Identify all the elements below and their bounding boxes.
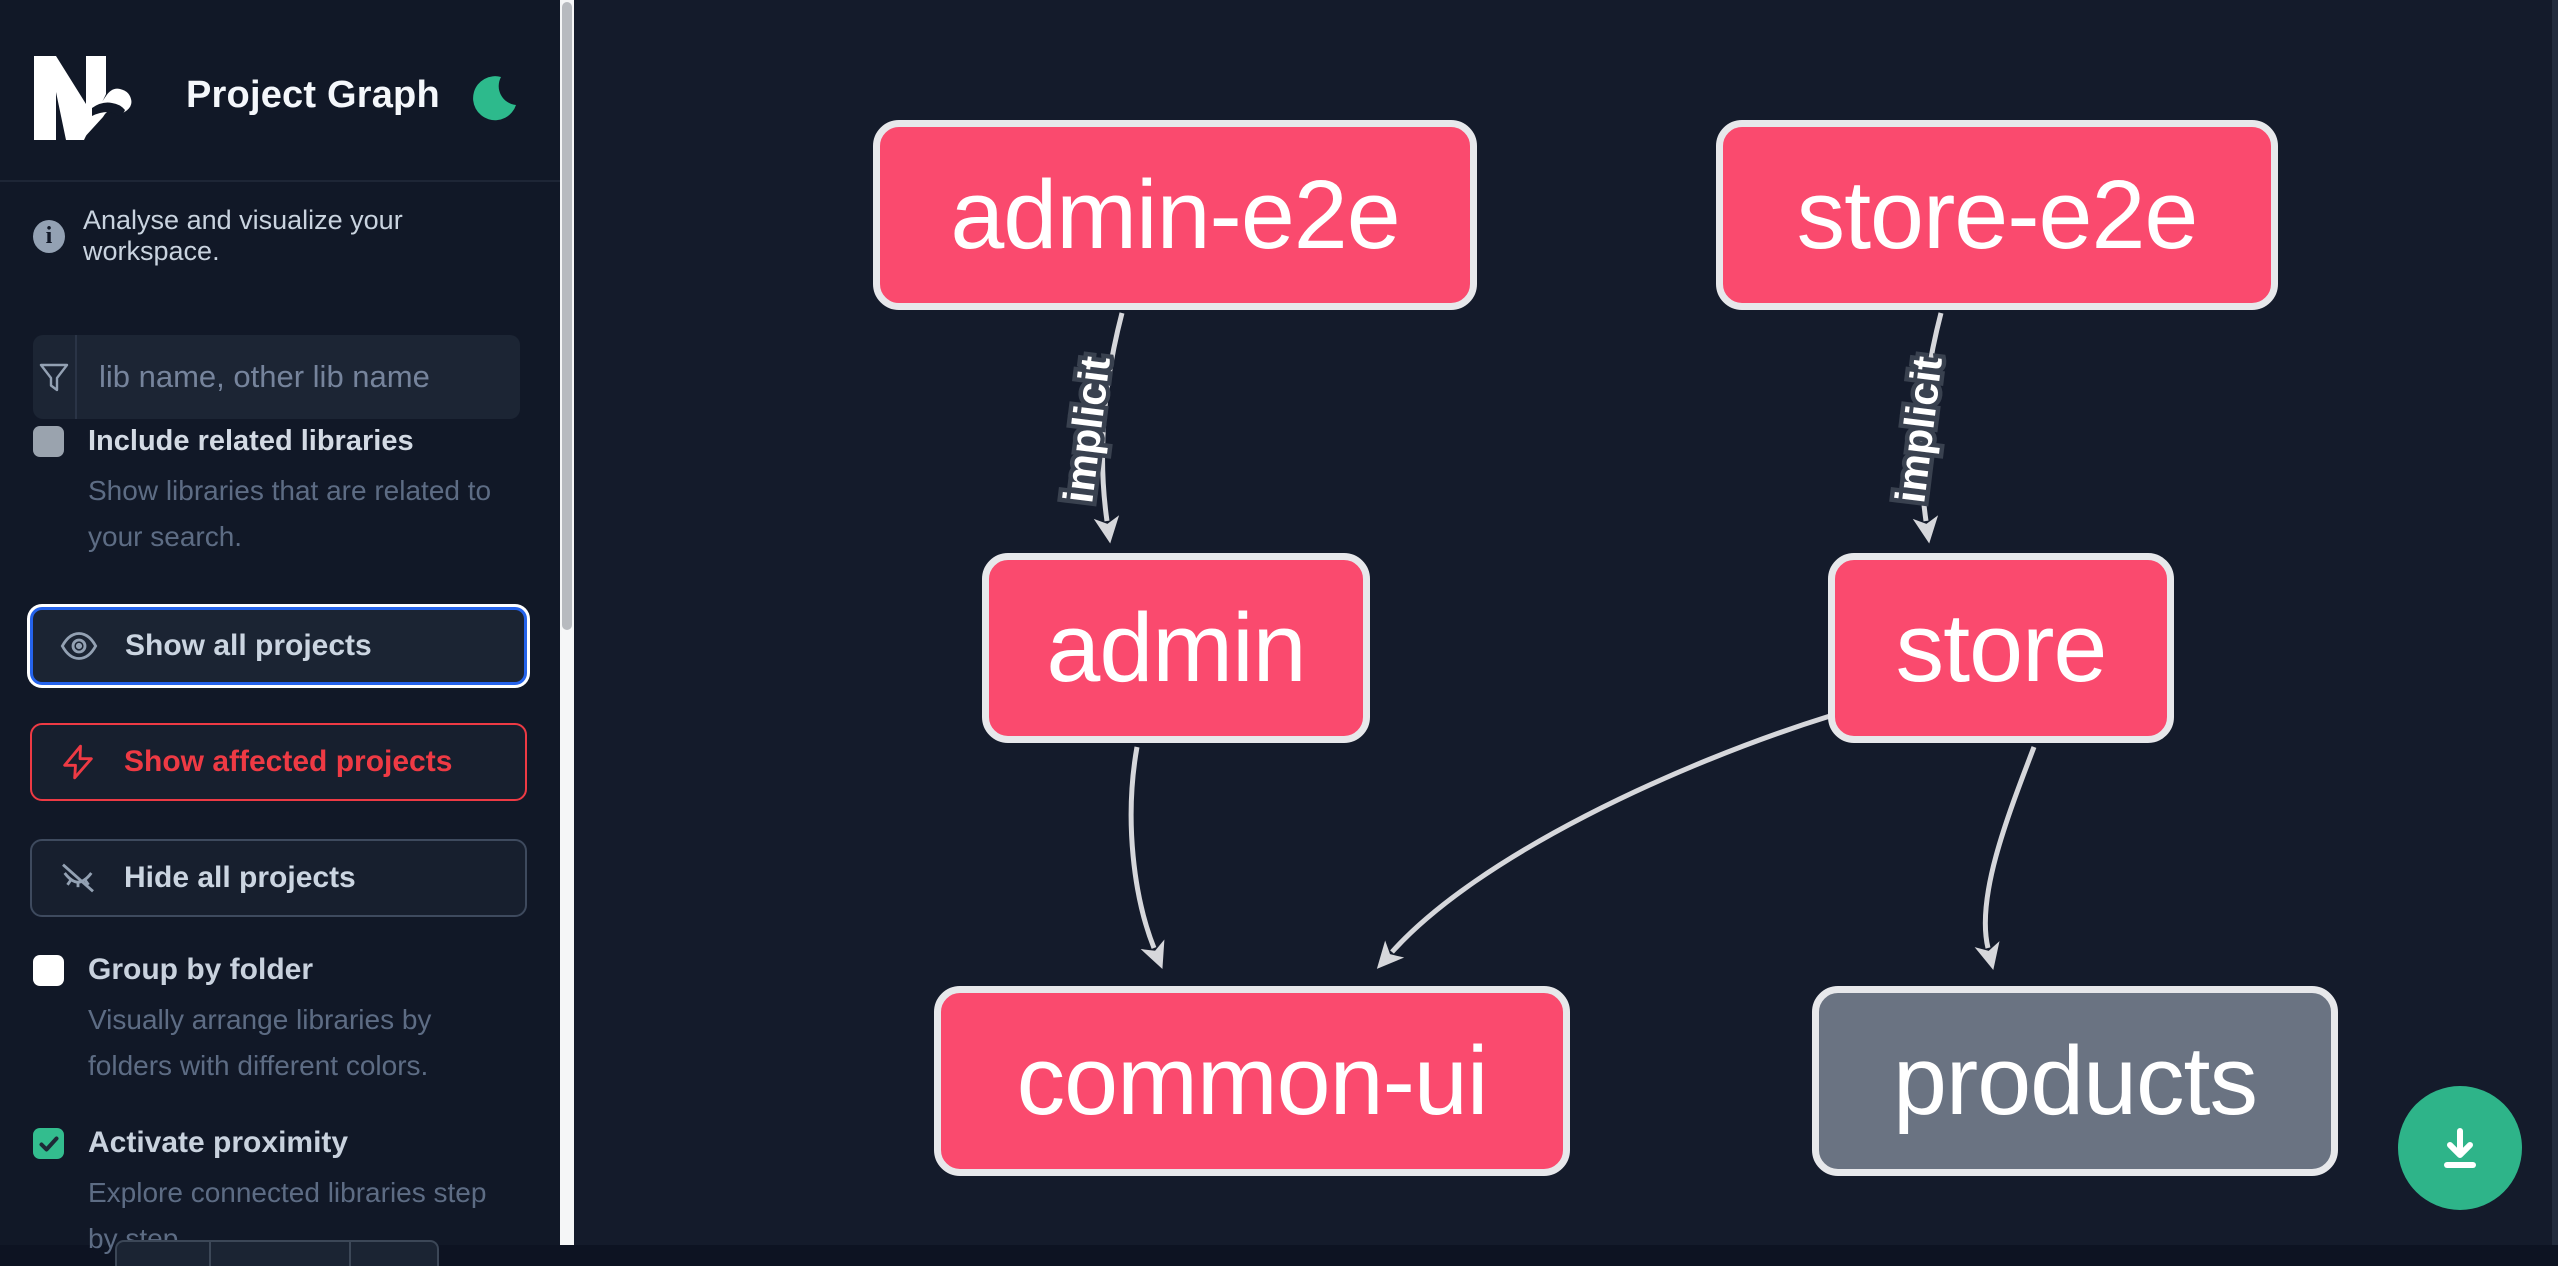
edge-store-to-products: [1974, 746, 2037, 971]
node-admin[interactable]: admin: [982, 553, 1370, 743]
eye-icon: [60, 632, 98, 660]
hide-all-projects-label: Hide all projects: [124, 861, 356, 894]
search-box: [33, 335, 520, 419]
edge-store-to-common-ui: [1376, 713, 1831, 969]
show-all-projects-label: Show all projects: [125, 629, 372, 662]
include-related-description: Show libraries that are related to your …: [88, 475, 492, 552]
download-graph-button[interactable]: [2398, 1086, 2522, 1210]
include-related-checkbox[interactable]: [33, 426, 64, 457]
show-all-projects-button[interactable]: Show all projects: [30, 607, 527, 685]
canvas-right-scrollbar[interactable]: [2552, 0, 2558, 1245]
node-store-e2e[interactable]: store-e2e: [1716, 120, 2278, 310]
group-by-folder-row: Group by folder Visually arrange librari…: [33, 953, 533, 1089]
hide-all-projects-button[interactable]: Hide all projects: [30, 839, 527, 917]
node-admin-e2e[interactable]: admin-e2e: [873, 120, 1477, 310]
edge-label-implicit-right: implicit: [1886, 354, 1951, 506]
search-input[interactable]: [77, 335, 520, 419]
sidebar-scrollbar-track[interactable]: [560, 0, 574, 1245]
page-title: Project Graph: [186, 74, 440, 116]
checkmark-icon: [39, 1136, 58, 1151]
sidebar-scrollbar-thumb[interactable]: [562, 2, 572, 630]
activate-proximity-checkbox[interactable]: [33, 1128, 64, 1159]
show-affected-projects-button[interactable]: Show affected projects: [30, 723, 527, 801]
edge-store-e2e-to-store: [1912, 312, 1944, 544]
bolt-icon: [63, 744, 93, 780]
download-icon: [2444, 1128, 2476, 1168]
include-related-row: Include related libraries Show libraries…: [33, 424, 533, 560]
nx-logo: [34, 56, 132, 140]
activate-proximity-label: Activate proximity: [88, 1126, 349, 1159]
node-common-ui[interactable]: common-ui: [934, 986, 1570, 1176]
edge-label-implicit-left: implicit: [1054, 354, 1119, 506]
sidebar: Project Graph i Analyse and visualize yo…: [0, 0, 560, 1266]
funnel-filter-icon: [33, 335, 77, 419]
moon-icon: [473, 76, 516, 121]
edge-admin-to-common-ui: [1128, 746, 1165, 970]
node-products[interactable]: products: [1812, 986, 2338, 1176]
graph-canvas[interactable]: implicit implicit admin-e2e store-e2e ad…: [574, 0, 2558, 1245]
group-by-folder-description: Visually arrange libraries by folders wi…: [88, 1004, 432, 1081]
node-store[interactable]: store: [1828, 553, 2174, 743]
group-by-folder-label: Group by folder: [88, 953, 313, 986]
show-affected-projects-label: Show affected projects: [124, 745, 453, 778]
sidebar-header: Project Graph: [0, 0, 560, 182]
header-divider: [0, 180, 560, 182]
info-text: Analyse and visualize your workspace.: [83, 205, 403, 266]
activate-proximity-row: Activate proximity Explore connected lib…: [33, 1126, 533, 1262]
eye-off-icon: [62, 863, 94, 893]
info-icon: i: [33, 219, 66, 253]
include-related-label: Include related libraries: [88, 425, 414, 457]
edge-admin-e2e-to-admin: [1093, 312, 1125, 544]
workspace-info: i Analyse and visualize your workspace.: [33, 205, 533, 267]
dark-mode-toggle[interactable]: [468, 72, 520, 124]
group-by-folder-checkbox[interactable]: [33, 955, 64, 986]
